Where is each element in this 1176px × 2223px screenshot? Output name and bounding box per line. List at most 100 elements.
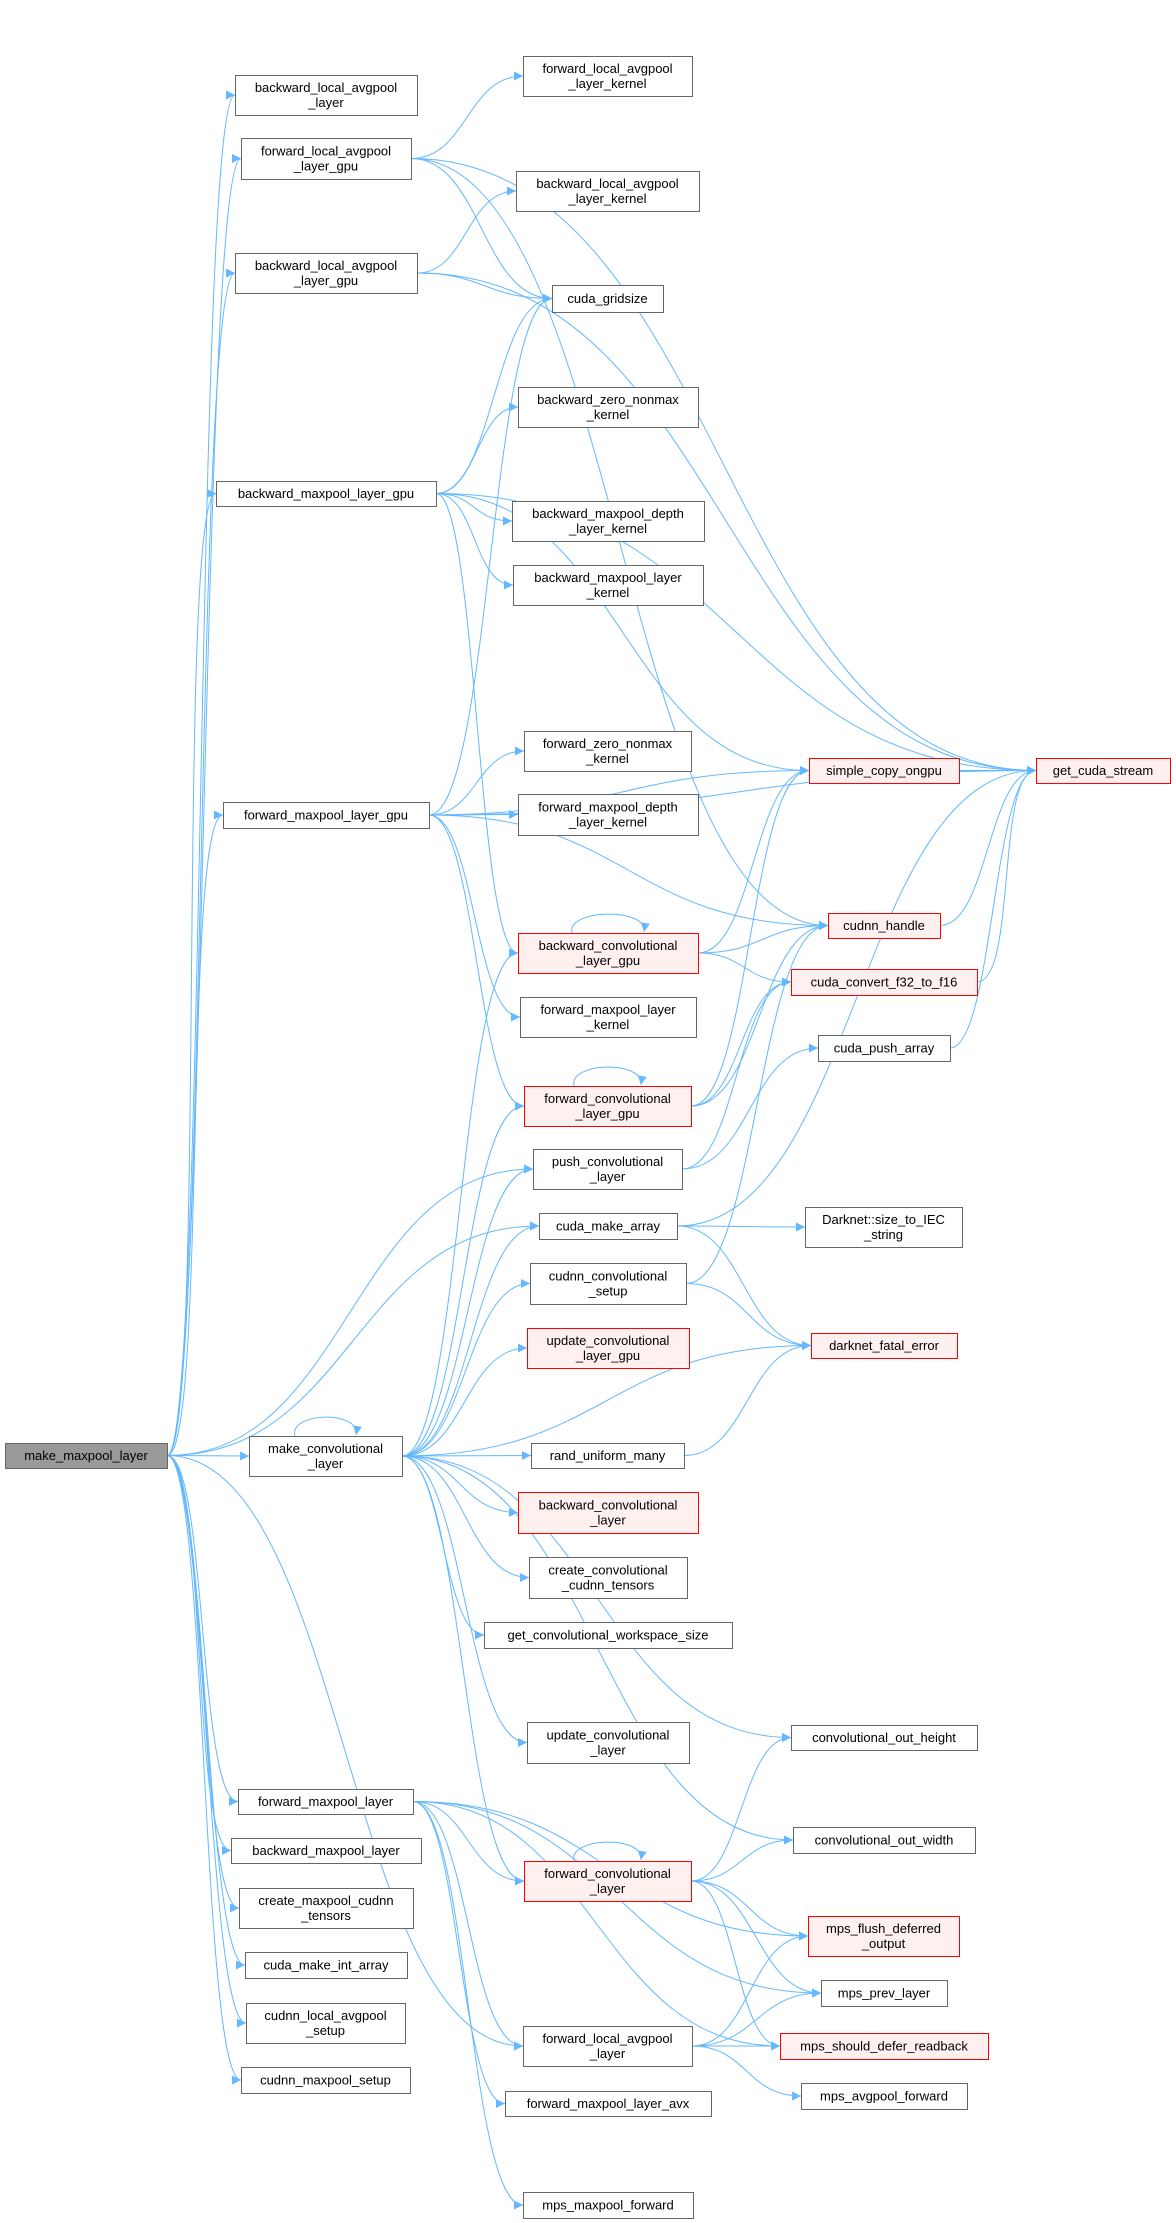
node-box xyxy=(529,1557,688,1599)
node-backward-local-avgpool-layer-kernel[interactable]: backward_local_avgpool_layer_kernel xyxy=(516,171,700,212)
node-get-convolutional-workspace-size[interactable]: get_convolutional_workspace_size xyxy=(484,1622,733,1649)
node-label: mps_maxpool_forward xyxy=(542,2198,674,2213)
node-update-convolutional-layer-gpu[interactable]: update_convolutional_layer_gpu xyxy=(527,1328,690,1369)
node-backward-maxpool-depth-layer-kernel[interactable]: backward_maxpool_depth_layer_kernel xyxy=(512,501,705,542)
node-label: _layer xyxy=(589,1513,626,1528)
node-label: _layer_gpu xyxy=(575,953,640,968)
node-box xyxy=(235,253,418,294)
edge-make-convolutional-layer-to-update-convolutional-layer xyxy=(401,1455,528,1747)
edge-backward-convolutional-layer-gpu-to-backward-convolutional-layer-gpu xyxy=(571,913,650,934)
node-forward-convolutional-layer-gpu[interactable]: forward_convolutional_layer_gpu xyxy=(524,1086,692,1127)
node-forward-maxpool-depth-layer-kernel[interactable]: forward_maxpool_depth_layer_kernel xyxy=(518,794,699,836)
edge-make-maxpool-layer-to-forward-maxpool-layer-gpu xyxy=(166,810,224,1456)
node-mps-avgpool-forward[interactable]: mps_avgpool_forward xyxy=(801,2083,968,2110)
node-forward-local-avgpool-layer-kernel[interactable]: forward_local_avgpool_layer_kernel xyxy=(523,56,693,97)
edge-forward-convolutional-layer-gpu-to-cudnn-handle xyxy=(690,921,829,1107)
edge-make-maxpool-layer-to-backward-maxpool-layer xyxy=(166,1455,232,1855)
node-backward-local-avgpool-layer[interactable]: backward_local_avgpool_layer xyxy=(235,75,418,116)
node-box xyxy=(524,1861,692,1902)
edge-make-convolutional-layer-to-create-convolutional-cudnn-tensors xyxy=(401,1455,530,1582)
node-backward-convolutional-layer[interactable]: backward_convolutional_layer xyxy=(518,1492,699,1534)
node-cudnn-convolutional-setup[interactable]: cudnn_convolutional_setup xyxy=(530,1263,687,1305)
edge-backward-maxpool-layer-gpu-to-simple-copy-ongpu xyxy=(435,493,810,775)
node-darknet-fatal-error[interactable]: darknet_fatal_error xyxy=(811,1333,958,1359)
node-label: update_convolutional xyxy=(547,1728,670,1743)
node-box xyxy=(828,913,941,939)
node-label: _kernel xyxy=(586,1017,630,1032)
node-label: forward_maxpool_layer_avx xyxy=(527,2096,690,2111)
edge-forward-maxpool-layer-to-forward-maxpool-layer-avx xyxy=(412,1801,506,2108)
node-backward-maxpool-layer[interactable]: backward_maxpool_layer xyxy=(231,1838,422,1864)
node-create-maxpool-cudnn-tensors[interactable]: create_maxpool_cudnn_tensors xyxy=(239,1888,414,1929)
node-label: Darknet::size_to_IEC xyxy=(822,1212,945,1227)
node-make-convolutional-layer[interactable]: make_convolutional_layer xyxy=(249,1436,403,1477)
node-box xyxy=(512,501,705,542)
node-forward-local-avgpool-layer[interactable]: forward_local_avgpool_layer xyxy=(523,2026,693,2067)
node-forward-maxpool-layer-avx[interactable]: forward_maxpool_layer_avx xyxy=(505,2091,712,2117)
node-label: convolutional_out_height xyxy=(812,1730,956,1745)
node-label: forward_local_avgpool xyxy=(542,61,672,76)
node-forward-local-avgpool-layer-gpu[interactable]: forward_local_avgpool_layer_gpu xyxy=(241,138,412,180)
node-label: _layer_kernel xyxy=(568,815,647,830)
node-mps-prev-layer[interactable]: mps_prev_layer xyxy=(821,1980,948,2007)
node-label: mps_prev_layer xyxy=(838,1986,931,2001)
node-make-maxpool-layer[interactable]: make_maxpool_layer xyxy=(5,1443,168,1469)
node-mps-flush-deferred-output[interactable]: mps_flush_deferred_output xyxy=(808,1916,960,1957)
node-mps-maxpool-forward[interactable]: mps_maxpool_forward xyxy=(523,2192,694,2219)
node-label: backward_maxpool_layer xyxy=(252,1843,400,1858)
node-forward-maxpool-layer-gpu[interactable]: forward_maxpool_layer_gpu xyxy=(223,802,430,829)
node-box xyxy=(516,171,700,212)
node-cuda-make-int-array[interactable]: cuda_make_int_array xyxy=(245,1952,408,1979)
node-push-convolutional-layer[interactable]: push_convolutional_layer xyxy=(533,1149,683,1190)
node-box xyxy=(513,565,704,606)
node-box xyxy=(518,1492,699,1534)
node-cudnn-local-avgpool-setup[interactable]: cudnn_local_avgpool_setup xyxy=(246,2003,406,2044)
node-backward-maxpool-layer-kernel[interactable]: backward_maxpool_layer_kernel xyxy=(513,565,704,606)
node-cuda-convert-f32-to-f16[interactable]: cuda_convert_f32_to_f16 xyxy=(791,969,978,996)
edge-make-maxpool-layer-to-make-convolutional-layer xyxy=(166,1451,250,1461)
node-update-convolutional-layer[interactable]: update_convolutional_layer xyxy=(527,1722,690,1764)
node-backward-convolutional-layer-gpu[interactable]: backward_convolutional_layer_gpu xyxy=(518,933,699,974)
node-simple-copy-ongpu[interactable]: simple_copy_ongpu xyxy=(809,758,960,784)
node-box xyxy=(791,1725,978,1751)
node-label: _layer_kernel xyxy=(567,191,646,206)
node-cudnn-handle[interactable]: cudnn_handle xyxy=(828,913,941,939)
node-label: mps_flush_deferred xyxy=(826,1921,941,1936)
edge-forward-convolutional-layer-to-mps-prev-layer xyxy=(690,1880,822,1998)
node-box xyxy=(518,933,699,974)
node-mps-should-defer-readback[interactable]: mps_should_defer_readback xyxy=(780,2033,989,2060)
node-label: _cudnn_tensors xyxy=(561,1578,655,1593)
node-backward-zero-nonmax-kernel[interactable]: backward_zero_nonmax_kernel xyxy=(518,387,699,428)
node-cudnn-maxpool-setup[interactable]: cudnn_maxpool_setup xyxy=(241,2067,411,2094)
node-label: forward_maxpool_depth xyxy=(538,800,677,815)
edge-forward-convolutional-layer-gpu-to-cuda-convert-f32-to-f16 xyxy=(690,977,792,1107)
node-cuda-gridsize[interactable]: cuda_gridsize xyxy=(552,285,664,313)
node-convolutional-out-height[interactable]: convolutional_out_height xyxy=(791,1725,978,1751)
node-forward-zero-nonmax-kernel[interactable]: forward_zero_nonmax_kernel xyxy=(524,731,692,772)
node-box xyxy=(223,802,430,829)
node-label: _layer xyxy=(589,2046,626,2061)
node-label: darknet_fatal_error xyxy=(829,1338,940,1353)
node-box xyxy=(235,75,418,116)
node-forward-maxpool-layer[interactable]: forward_maxpool_layer xyxy=(238,1789,414,1815)
node-forward-maxpool-layer-kernel[interactable]: forward_maxpool_layer_kernel xyxy=(520,997,697,1038)
node-convolutional-out-width[interactable]: convolutional_out_width xyxy=(793,1827,976,1854)
node-rand-uniform-many[interactable]: rand_uniform_many xyxy=(531,1443,685,1469)
node-get-cuda-stream[interactable]: get_cuda_stream xyxy=(1036,758,1171,784)
node-cuda-push-array[interactable]: cuda_push_array xyxy=(818,1035,951,1062)
node-label: rand_uniform_many xyxy=(550,1448,666,1463)
edge-make-convolutional-layer-to-backward-convolutional-layer xyxy=(401,1455,519,1517)
node-darknet-size-to-iec-string[interactable]: Darknet::size_to_IEC_string xyxy=(805,1207,963,1248)
node-create-convolutional-cudnn-tensors[interactable]: create_convolutional_cudnn_tensors xyxy=(529,1557,688,1599)
node-cuda-make-array[interactable]: cuda_make_array xyxy=(539,1213,678,1240)
node-label: _tensors xyxy=(300,1908,351,1923)
node-backward-maxpool-layer-gpu[interactable]: backward_maxpool_layer_gpu xyxy=(216,481,437,507)
node-forward-convolutional-layer[interactable]: forward_convolutional_layer xyxy=(524,1861,692,1902)
node-label: backward_maxpool_layer xyxy=(534,570,682,585)
node-backward-local-avgpool-layer-gpu[interactable]: backward_local_avgpool_layer_gpu xyxy=(235,253,418,294)
node-box xyxy=(780,2033,989,2060)
node-label: forward_convolutional xyxy=(544,1866,671,1881)
edge-make-convolutional-layer-to-rand-uniform-many xyxy=(401,1451,532,1461)
node-box xyxy=(216,481,437,507)
node-label: cuda_gridsize xyxy=(567,291,647,306)
